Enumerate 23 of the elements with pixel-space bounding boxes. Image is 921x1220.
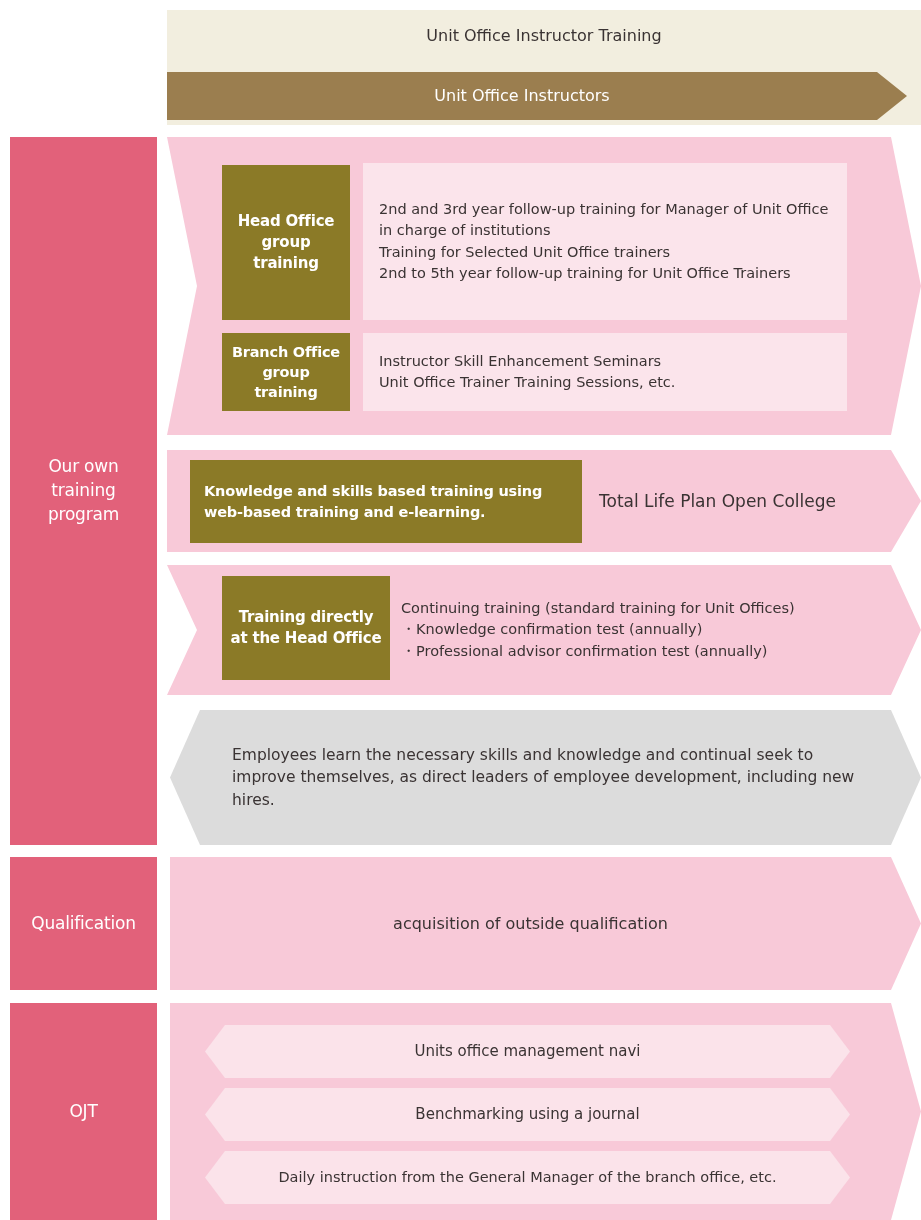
item-text: Continuing training (standard training for Unit Offices) xyxy=(401,599,796,619)
item-text: Benchmarking using a journal xyxy=(415,1103,640,1125)
category-label: Our own training program xyxy=(10,137,157,845)
item-text: Employees learn the necessary skills and knowledge and continual seek to improve themselves, as direct leaders of employee development, including new hires. xyxy=(232,744,856,811)
item-text: Unit Office Trainer Training Sessions, etc. xyxy=(379,373,677,392)
item-text: Units office management navi xyxy=(414,1040,641,1062)
item-text: Total Life Plan Open College xyxy=(599,489,837,513)
item-text: 2nd and 3rd year follow-up training for Manager of Unit Office in charge of institutions xyxy=(379,200,830,241)
training-type-label: Training directly at the Head Office xyxy=(222,576,390,680)
item-text: acquisition of outside qualification xyxy=(393,912,668,935)
category-label: Qualification xyxy=(10,857,157,990)
training-type-label: Head Office group training xyxy=(222,165,350,320)
item-text: Training for Selected Unit Office trainers xyxy=(379,242,672,262)
category-label: OJT xyxy=(10,1003,157,1220)
item-text: Daily instruction from the General Manager of the branch office, etc. xyxy=(278,1168,777,1187)
item-text: Unit Office Instructor Training xyxy=(426,25,662,47)
item-text: Unit Office Instructors xyxy=(434,85,610,108)
item-text: Instructor Skill Enhancement Seminars xyxy=(379,352,663,371)
item-text: 2nd to 5th year follow-up training for Unit Office Trainers xyxy=(379,263,792,283)
item-text: ・Professional advisor confirmation test (annually) xyxy=(401,641,769,661)
training-type-label: Branch Office group training xyxy=(222,333,350,411)
training-type-label: Knowledge and skills based training using web-based training and e-learning. xyxy=(190,460,582,543)
item-text: ・Knowledge confirmation test (annually) xyxy=(401,620,704,640)
